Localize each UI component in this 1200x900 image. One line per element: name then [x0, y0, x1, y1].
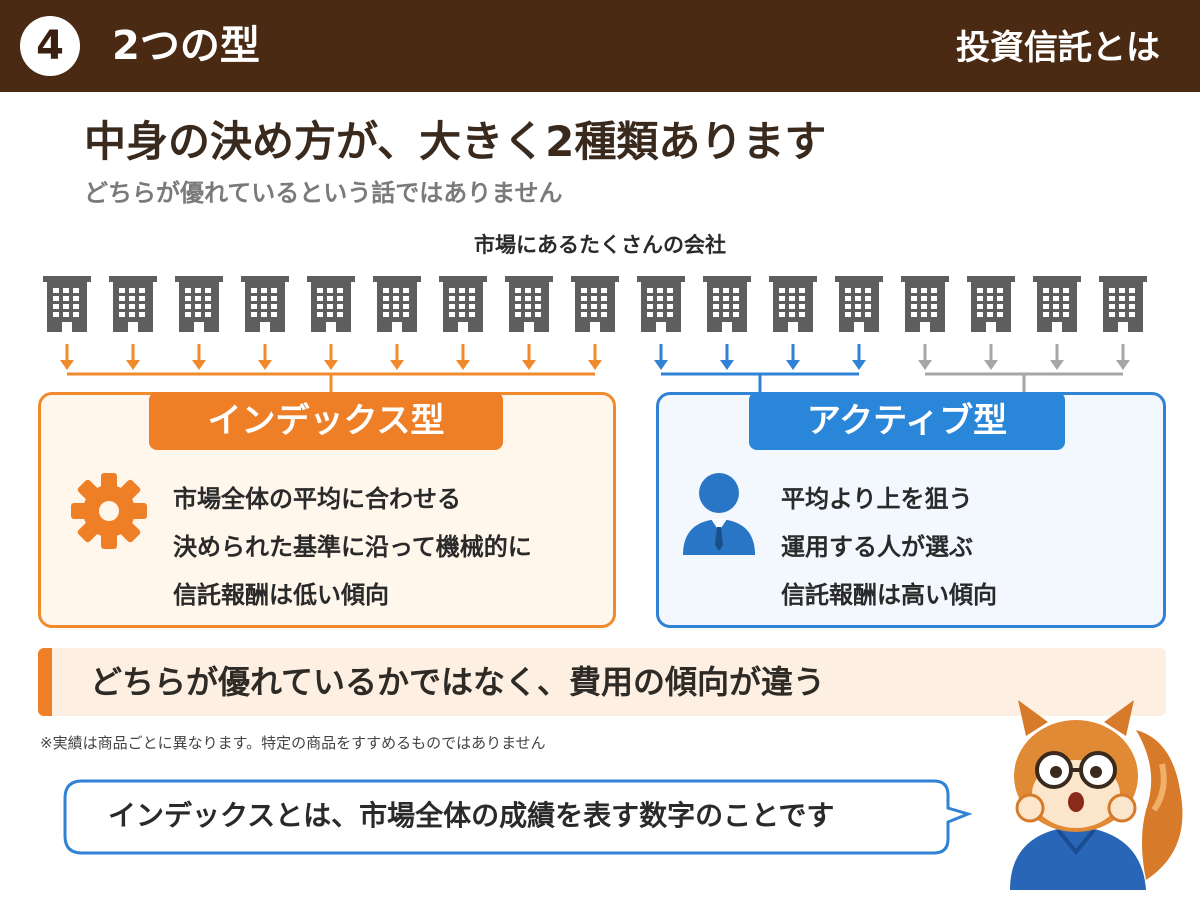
active-fund-tag: アクティブ型	[749, 392, 1065, 450]
arrow-orange	[522, 344, 536, 370]
disclaimer-note: ※実績は商品ごとに異なります。特定の商品をすすめるものではありません	[40, 734, 546, 752]
gear-icon	[71, 473, 147, 549]
building-icon	[835, 276, 883, 332]
arrow-blue	[852, 344, 866, 370]
active-line-3: 信託報酬は高い傾向	[781, 581, 997, 609]
active-line-2: 運用する人が選ぶ	[781, 533, 973, 561]
building-icon	[703, 276, 751, 332]
connector-blue	[661, 372, 859, 392]
section-title: 2つの型	[112, 23, 260, 69]
page-subtitle: どちらが優れているという話ではありません	[84, 179, 563, 207]
building-icon	[637, 276, 685, 332]
building-icon	[43, 276, 91, 332]
active-fund-panel: アクティブ型 平均より上を狙う 運用する人が選ぶ 信託報酬は高い傾向	[656, 392, 1166, 628]
arrow-gray	[1116, 344, 1130, 370]
squirrel-mascot-icon	[1010, 700, 1183, 890]
speech-bubble-shape	[63, 779, 972, 855]
arrow-orange	[324, 344, 338, 370]
banner-accent-bar	[38, 648, 52, 716]
building-icon	[967, 276, 1015, 332]
arrow-gray	[918, 344, 932, 370]
building-icon	[769, 276, 817, 332]
company-buildings-diagram	[43, 276, 1147, 392]
index-line-2: 決められた基準に沿って機械的に	[173, 533, 532, 561]
building-icon	[241, 276, 289, 332]
companies-label: 市場にあるたくさんの会社	[474, 233, 726, 257]
arrow-blue	[786, 344, 800, 370]
index-fund-panel: インデックス型 市場全体の平均に合わせる 決められた基準に沿って機械的に 信託報…	[38, 392, 616, 628]
building-icon	[373, 276, 421, 332]
arrow-blue	[654, 344, 668, 370]
building-icon	[1099, 276, 1147, 332]
connector-gray	[925, 372, 1123, 392]
arrow-orange	[258, 344, 272, 370]
arrow-orange	[588, 344, 602, 370]
building-icon	[109, 276, 157, 332]
index-fund-tag: インデックス型	[149, 392, 503, 450]
speech-bubble: インデックスとは、市場全体の成績を表す数字のことです	[62, 778, 972, 856]
building-icon	[571, 276, 619, 332]
active-line-1: 平均より上を狙う	[781, 485, 973, 513]
arrow-orange	[192, 344, 206, 370]
arrow-orange	[390, 344, 404, 370]
building-icon	[307, 276, 355, 332]
topic-title: 投資信託とは	[956, 28, 1160, 68]
arrow-gray	[984, 344, 998, 370]
bubble-text: インデックスとは、市場全体の成績を表す数字のことです	[108, 799, 835, 832]
arrow-orange	[60, 344, 74, 370]
page-title: 中身の決め方が、大きく2種類あります	[84, 117, 827, 166]
building-icon	[1033, 276, 1081, 332]
arrow-gray	[1050, 344, 1064, 370]
arrow-blue	[720, 344, 734, 370]
building-icon	[439, 276, 487, 332]
person-icon	[683, 473, 755, 555]
section-number: 4	[20, 16, 80, 76]
arrow-orange	[126, 344, 140, 370]
header-bar: 4 2つの型 投資信託とは	[0, 0, 1200, 92]
building-icon	[505, 276, 553, 332]
index-line-1: 市場全体の平均に合わせる	[173, 485, 461, 513]
index-line-3: 信託報酬は低い傾向	[173, 581, 389, 609]
arrow-orange	[456, 344, 470, 370]
building-icon	[901, 276, 949, 332]
key-message-banner: どちらが優れているかではなく、費用の傾向が違う	[38, 648, 1166, 716]
banner-text: どちらが優れているかではなく、費用の傾向が違う	[90, 663, 826, 701]
connector-orange	[67, 372, 595, 392]
building-icon	[175, 276, 223, 332]
